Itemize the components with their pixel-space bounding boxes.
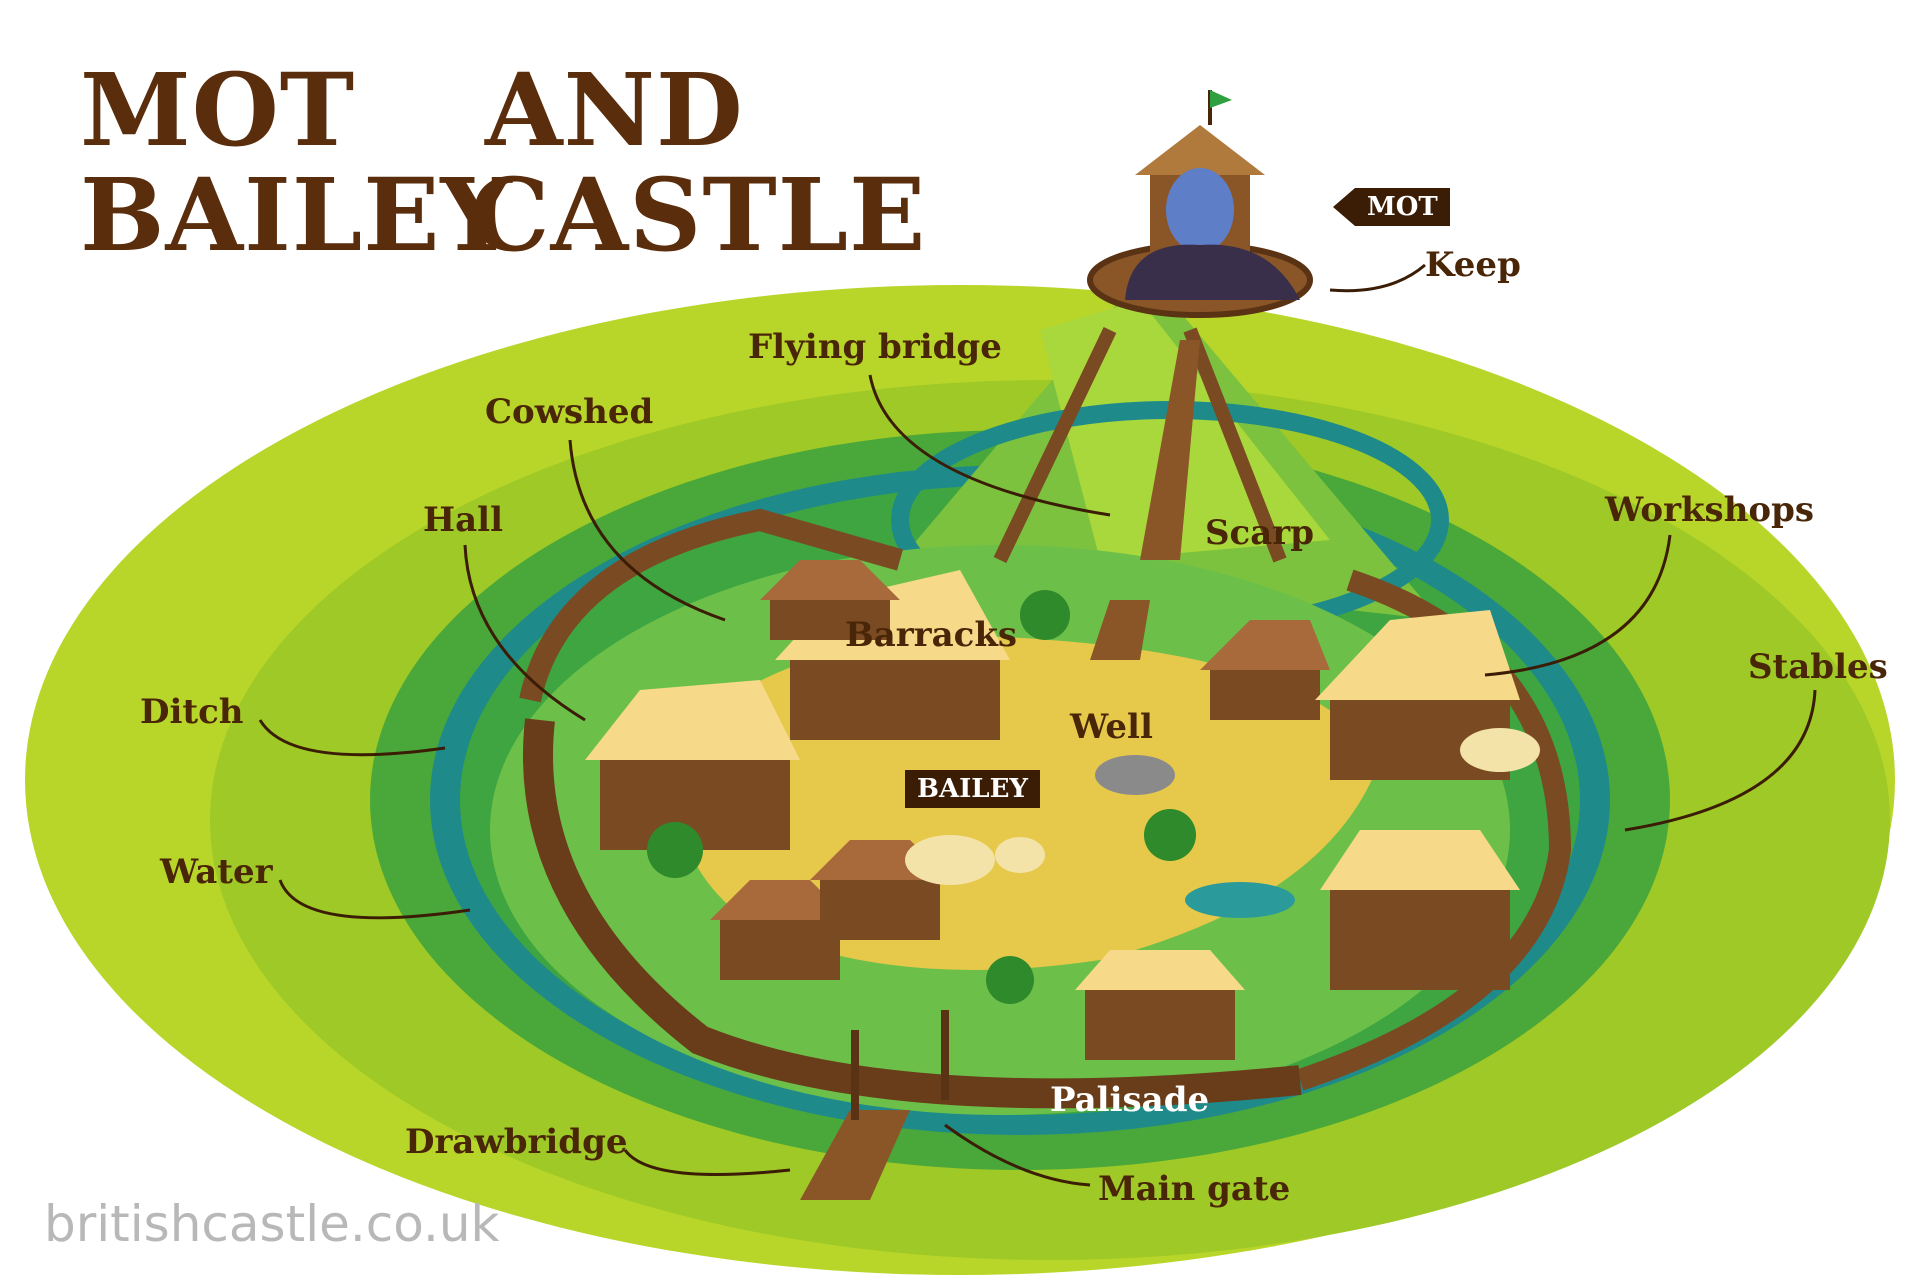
title-line1-left: MOT: [80, 51, 356, 169]
palisade-wall-back: [519, 508, 904, 703]
leader-lines: [258, 263, 1817, 1187]
hall-leader: [463, 544, 586, 722]
tree-1: [1020, 590, 1070, 640]
keep-roof: [1135, 125, 1265, 175]
label-barracks: Barracks: [845, 615, 1018, 655]
palisade-wall-front: [523, 718, 1302, 1109]
hay-2: [995, 837, 1045, 873]
flying-bridge: [1140, 340, 1200, 560]
title-line1-right: AND: [485, 51, 744, 169]
watermark: britishcastle.co.uk: [44, 1195, 500, 1253]
label-well: Well: [1070, 707, 1153, 747]
label-stables: Stables: [1748, 647, 1888, 687]
cowshed-building: [760, 560, 900, 640]
drawbridge-leader: [623, 1149, 791, 1176]
stables-building: [1320, 830, 1520, 990]
hay-1: [905, 835, 995, 885]
label-workshops: Workshops: [1605, 490, 1815, 530]
label-main-gate: Main gate: [1098, 1169, 1291, 1209]
stables-leader: [1624, 689, 1817, 832]
label-drawbridge: Drawbridge: [405, 1122, 628, 1162]
label-flying-bridge: Flying bridge: [748, 327, 1002, 367]
label-hall: Hall: [423, 500, 503, 540]
workshop-building-1: [1200, 620, 1330, 720]
mot-tag: MOT: [1333, 188, 1450, 226]
keep-leader: [1329, 263, 1426, 293]
main-gate-leader: [944, 1123, 1091, 1187]
mot-palisade-right: [1183, 327, 1287, 563]
tree-2: [647, 822, 703, 878]
flying-bridge-leader: [868, 374, 1111, 517]
drawbridge: [800, 1110, 910, 1200]
label-keep: Keep: [1425, 245, 1521, 285]
well: [1095, 755, 1175, 795]
title-line2-left: BAILEY: [80, 156, 513, 274]
label-scarp: Scarp: [1205, 513, 1314, 553]
hay-3: [1460, 728, 1540, 772]
water-leader: [278, 879, 471, 920]
tree-3: [1144, 809, 1196, 861]
front-building: [1075, 950, 1245, 1060]
flag: [1210, 90, 1232, 108]
label-water: Water: [160, 852, 273, 892]
cowshed-leader: [568, 439, 726, 622]
title-line2-right: CASTLE: [470, 156, 927, 274]
keep-figure-body: [1125, 244, 1300, 300]
ditch-leader: [258, 719, 446, 757]
label-palisade: Palisade: [1050, 1080, 1210, 1120]
mot-palisade-left: [993, 326, 1117, 564]
barracks-building: [775, 570, 1010, 740]
tree-4: [986, 956, 1034, 1004]
bailey-tag: BAILEY: [905, 770, 1040, 808]
pond: [1185, 882, 1295, 918]
inner-bridge: [1090, 600, 1150, 660]
label-ditch: Ditch: [140, 692, 244, 732]
keep-figure-head: [1166, 168, 1234, 252]
workshops-leader: [1484, 534, 1672, 677]
label-cowshed: Cowshed: [485, 392, 654, 432]
